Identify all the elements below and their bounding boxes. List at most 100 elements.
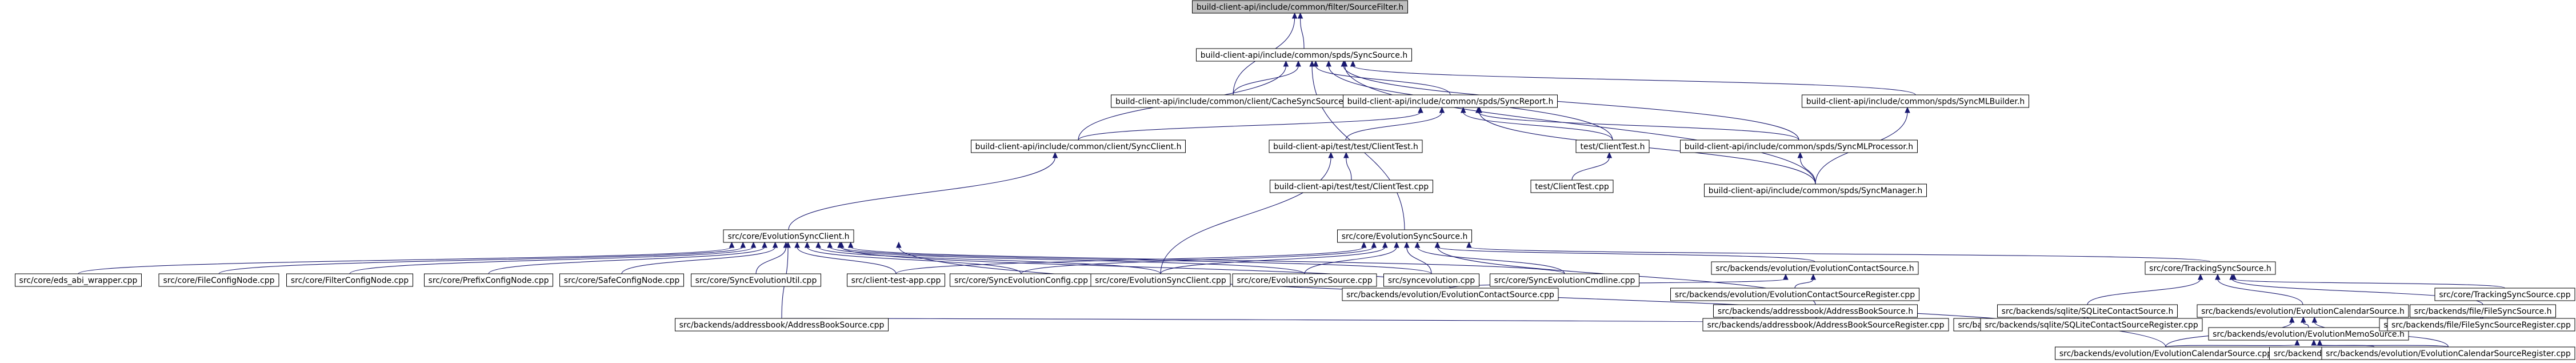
edge-n12-n20: [794, 241, 897, 274]
node-src-backends-sqlite-sqlitecontactsource-h[interactable]: src/backends/sqlite/SQLiteContactSource.…: [1997, 304, 2178, 318]
node-src-core-syncevolutionutil-cpp[interactable]: src/core/SyncEvolutionUtil.cpp: [691, 273, 821, 287]
edge-line: [788, 157, 1055, 230]
node-box: [2410, 304, 2556, 318]
node-label: src/core/SyncEvolutionUtil.cpp: [695, 276, 817, 285]
edge-arrowhead: [1350, 60, 1356, 67]
node-build-client-api-include-common-client-syncclient-h[interactable]: build-client-api/include/common/client/S…: [971, 139, 1186, 153]
node-src-client-test-app-cpp[interactable]: src/client-test-app.cpp: [847, 273, 945, 287]
node-src-core-trackingsyncsource-cpp[interactable]: src/core/TrackingSyncSource.cpp: [2434, 288, 2575, 301]
node-src-core-evolutionsyncclient-h[interactable]: src/core/EvolutionSyncClient.h: [723, 229, 854, 243]
node-label: build-client-api/include/common/spds/Syn…: [1685, 142, 1913, 151]
edge-line: [349, 246, 754, 274]
edge-arrowhead: [1297, 12, 1303, 19]
edge-n8-n11: [1797, 151, 1816, 185]
node-build-client-api-test-test-clienttest-cpp[interactable]: build-client-api/test/test/ClientTest.cp…: [1270, 179, 1433, 193]
node-box: [1232, 273, 1377, 287]
edge-arrowhead: [1797, 151, 1803, 158]
edge-line: [797, 246, 897, 274]
node-src-core-syncevolutioncmdline-cpp[interactable]: src/core/SyncEvolutionCmdline.cpp: [1490, 273, 1639, 287]
edge-line: [621, 246, 776, 274]
node-box: [1670, 288, 1919, 301]
node-box: [1704, 184, 1927, 197]
node-src-syncevolution-cpp[interactable]: src/syncevolution.cpp: [1383, 273, 1479, 287]
node-src-core-evolutionsyncsource-h[interactable]: src/core/EvolutionSyncSource.h: [1337, 229, 1472, 243]
node-build-client-api-include-common-filter-sourcefilter-h[interactable]: build-client-api/include/common/filter/S…: [1192, 0, 1408, 14]
node-src-core-safeconfignode-cpp[interactable]: src/core/SafeConfigNode.cpp: [559, 273, 684, 287]
edge-arrowhead: [1783, 273, 1789, 280]
edge-n32-n39: [2301, 316, 2309, 328]
node-src-backends-evolution-evolutioncalendarsource-h[interactable]: src/backends/evolution/EvolutionCalendar…: [2197, 304, 2409, 318]
node-label: src/backends/evolution/EvolutionContactS…: [1675, 290, 1915, 300]
node-label: src/core/FilterConfigNode.cpp: [291, 276, 409, 285]
node-src-backends-evolution-evolutioncontactsourceregister-cpp[interactable]: src/backends/evolution/EvolutionContactS…: [1670, 288, 1919, 301]
node-src-core-syncevolutionconfig-cpp[interactable]: src/core/SyncEvolutionConfig.cpp: [950, 273, 1093, 287]
node-build-client-api-include-common-spds-syncreport-h[interactable]: build-client-api/include/common/spds/Syn…: [1343, 94, 1558, 108]
node-src-backends-addressbook-addressbooksource-cpp[interactable]: src/backends/addressbook/AddressBookSour…: [675, 318, 889, 332]
node-src-backends-evolution-evolutioncontactsource-cpp[interactable]: src/backends/evolution/EvolutionContactS…: [1342, 288, 1559, 301]
edge-arrowhead: [785, 241, 791, 248]
edge-n27-n31: [2087, 273, 2203, 305]
node-src-backends-evolution-evolutionmemosource-h[interactable]: src/backends/evolution/EvolutionMemoSour…: [2208, 327, 2409, 341]
node-build-client-api-include-common-spds-syncmlprocessor-h[interactable]: build-client-api/include/common/spds/Syn…: [1680, 139, 1918, 153]
node-box: [1196, 48, 1412, 62]
node-test-clienttest-h[interactable]: test/ClientTest.h: [1575, 139, 1650, 153]
node-box: [1802, 94, 2029, 108]
node-src-backends-evolution-evolutioncalendarsourceregister-cpp[interactable]: src/backends/evolution/EvolutionCalendar…: [2321, 346, 2575, 360]
node-src-backends-file-filesyncsource-h[interactable]: src/backends/file/FileSyncSource.h: [2410, 304, 2556, 318]
edge-arrowhead: [1295, 60, 1301, 67]
node-build-client-api-test-test-clienttest-h[interactable]: build-client-api/test/test/ClientTest.h: [1269, 139, 1423, 153]
node-box: [559, 273, 684, 287]
node-src-backends-addressbook-addressbooksourceregister-cpp[interactable]: src/backends/addressbook/AddressBookSour…: [1702, 318, 1949, 332]
node-label: src/core/PrefixConfigNode.cpp: [429, 276, 549, 285]
edge-line: [1799, 157, 1816, 185]
node-src-core-trackingsyncsource-h[interactable]: src/core/TrackingSyncSource.h: [2145, 261, 2276, 275]
node-src-backends-sqlite-sqlitecontactsourceregister-cpp[interactable]: src/backends/sqlite/SQLiteContactSourceR…: [1980, 318, 2203, 332]
node-label: build-client-api/include/common/spds/Syn…: [1201, 51, 1407, 60]
edge-line: [1478, 111, 1799, 141]
node-src-core-filterconfignode-cpp[interactable]: src/core/FilterConfigNode.cpp: [286, 273, 413, 287]
edge-arrowhead: [1414, 241, 1421, 248]
node-build-client-api-include-common-spds-syncmanager-h[interactable]: build-client-api/include/common/spds/Syn…: [1704, 184, 1927, 197]
node-build-client-api-include-common-spds-syncmlbuilder-h[interactable]: build-client-api/include/common/spds/Syn…: [1802, 94, 2029, 108]
edge-line: [818, 246, 1161, 274]
edge-arrowhead: [1382, 241, 1388, 248]
node-src-backends-file-filesyncsourceregister-cpp[interactable]: src/backends/file/FileSyncSourceRegister…: [2387, 318, 2575, 332]
node-src-backends-evolution-evolutioncontactsource-h[interactable]: src/backends/evolution/EvolutionContactS…: [1711, 261, 1919, 275]
node-box: [691, 273, 821, 287]
edge-arrowhead: [2301, 316, 2306, 323]
edge-arrowhead: [1361, 241, 1367, 248]
node-src-core-evolutionsyncclient-cpp[interactable]: src/core/EvolutionSyncClient.cpp: [1090, 273, 1231, 287]
node-label: src/core/EvolutionSyncClient.h: [727, 232, 849, 241]
node-box: [971, 139, 1186, 153]
edge-arrowhead: [1394, 241, 1399, 248]
edge-n27-n34: [2231, 273, 2506, 289]
edge-arrowhead: [1283, 60, 1289, 67]
node-src-backends-evolution-evolutioncalendarsource-cpp[interactable]: src/backends/evolution/EvolutionCalendar…: [2055, 346, 2277, 360]
edge-n7-n10: [1571, 151, 1613, 181]
edge-n39-n42: [2165, 339, 2300, 348]
node-box: [2208, 327, 2409, 341]
edge-line: [1160, 246, 1386, 274]
node-box: [1980, 318, 2203, 332]
node-src-core-fileconfignode-cpp[interactable]: src/core/FileConfigNode.cpp: [158, 273, 279, 287]
edge-arrowhead: [815, 241, 821, 248]
node-label: build-client-api/include/common/spds/Syn…: [1806, 97, 2025, 106]
node-label: build-client-api/include/common/client/C…: [1115, 97, 1351, 106]
node-src-core-eds-abi-wrapper-cpp[interactable]: src/core/eds_abi_wrapper.cpp: [15, 273, 142, 287]
node-src-core-prefixconfignode-cpp[interactable]: src/core/PrefixConfigNode.cpp: [424, 273, 553, 287]
node-src-backends-addressbook-addressbooksource-h[interactable]: src/backends/addressbook/AddressBookSour…: [1713, 304, 1918, 318]
edge-arrowhead: [1466, 241, 1472, 248]
node-src-core-evolutionsyncsource-cpp[interactable]: src/core/EvolutionSyncSource.cpp: [1232, 273, 1377, 287]
node-box: [1343, 94, 1558, 108]
node-test-clienttest-cpp[interactable]: test/ClientTest.cpp: [1530, 179, 1614, 193]
edge-arrowhead: [794, 241, 800, 248]
node-build-client-api-include-common-client-cachesyncsource-h[interactable]: build-client-api/include/common/client/C…: [1111, 94, 1355, 108]
node-label: src/backends/evolution/EvolutionCalendar…: [2059, 349, 2272, 358]
edge-n13-n23: [1304, 241, 1399, 274]
node-box: [847, 273, 945, 287]
edge-n12-n17: [488, 241, 767, 274]
edge-line: [807, 246, 1022, 274]
node-build-client-api-include-common-spds-syncsource-h[interactable]: build-client-api/include/common/spds/Syn…: [1196, 48, 1412, 62]
edge-line: [2217, 278, 2303, 305]
edge-arrowhead: [750, 241, 757, 248]
